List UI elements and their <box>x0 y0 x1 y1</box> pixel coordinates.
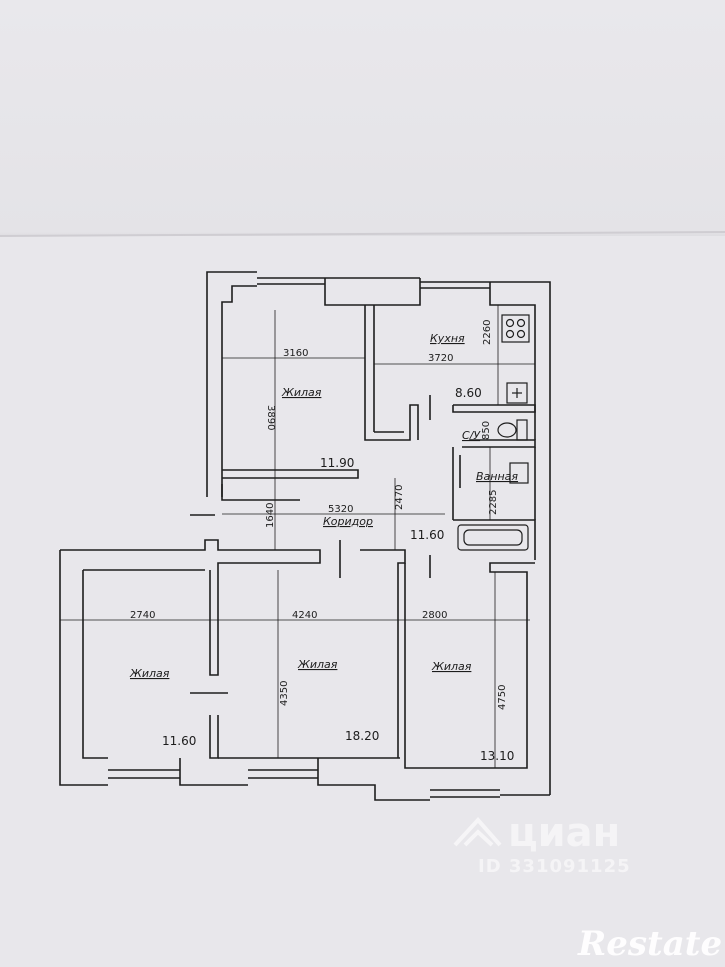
dim-bath-height: 2285 <box>488 490 499 515</box>
wall-outer-left-bottom <box>59 550 108 786</box>
paper-edge <box>0 231 725 237</box>
room-area-top: 11.90 <box>320 456 354 470</box>
fixtures <box>457 314 530 551</box>
room-label-bottom-middle: Жилая <box>297 658 338 671</box>
dim-corridor-height: 2470 <box>394 485 405 510</box>
dim-room-top-height: 3890 <box>265 405 276 430</box>
room-area-corridor: 11.60 <box>410 528 444 542</box>
wall-inner-right-top <box>489 282 536 440</box>
wall-inner-left-bottom <box>82 570 108 759</box>
kitchen-sink <box>506 382 528 404</box>
room-area-bottom-left: 11.60 <box>162 734 196 748</box>
wall-wc-bottom <box>462 439 536 448</box>
room-area-bottom-middle: 18.20 <box>345 729 379 743</box>
bath-sink <box>509 462 529 484</box>
dim-room-bm-width: 4240 <box>292 610 317 621</box>
walls <box>59 271 551 801</box>
room-label-bottom-left: Жилая <box>129 667 170 680</box>
dimension-lines <box>60 305 535 768</box>
room-label-bath: Ванная <box>476 470 518 483</box>
dim-corridor-height-2: 1640 <box>265 503 276 528</box>
partition-bl-bm <box>209 570 219 676</box>
room-label-top: Жилая <box>281 386 322 399</box>
wall-inner-top-left <box>221 285 257 497</box>
cian-watermark: циан ID 331091125 <box>453 810 631 877</box>
room-area-kitchen: 8.60 <box>455 386 482 400</box>
room-label-wc: С/У <box>462 429 481 442</box>
cian-logo-icon <box>453 817 502 847</box>
room-label-kitchen: Кухня <box>430 332 465 345</box>
room-label-bottom-right: Жилая <box>431 660 472 673</box>
dim-room-br-width: 2800 <box>422 610 447 621</box>
dim-corridor-width: 5320 <box>328 504 353 515</box>
dim-kitchen-width: 3720 <box>428 353 453 364</box>
cian-brand-text: циан <box>508 810 620 856</box>
toilet <box>497 422 517 438</box>
partition-kitchen <box>364 305 419 441</box>
stove <box>501 314 530 343</box>
wall-corridor-bottom-left <box>60 539 321 570</box>
wall-br <box>404 562 535 769</box>
listing-id-text: ID 331091125 <box>478 856 631 877</box>
wall-pier-top <box>324 278 421 306</box>
wall-outer-top-left <box>206 271 257 497</box>
wall-kitchen-bottom <box>452 404 536 413</box>
dim-room-bm-height: 4350 <box>279 681 290 706</box>
dim-kitchen-height: 2260 <box>482 320 493 345</box>
room-label-corridor: Коридор <box>323 515 373 528</box>
dim-room-top-width: 3160 <box>283 348 308 359</box>
toilet-tank <box>516 419 528 441</box>
room-area-bottom-right: 13.10 <box>480 749 514 763</box>
wall-top-room-bottom <box>222 469 359 479</box>
wall-outer-right <box>490 281 551 795</box>
restate-logo-text: Restate <box>577 924 722 964</box>
dim-room-bl-width: 2740 <box>130 610 155 621</box>
dim-wc-height: 850 <box>481 421 492 440</box>
dim-room-br-height: 4750 <box>497 685 508 710</box>
bathtub <box>457 524 529 551</box>
